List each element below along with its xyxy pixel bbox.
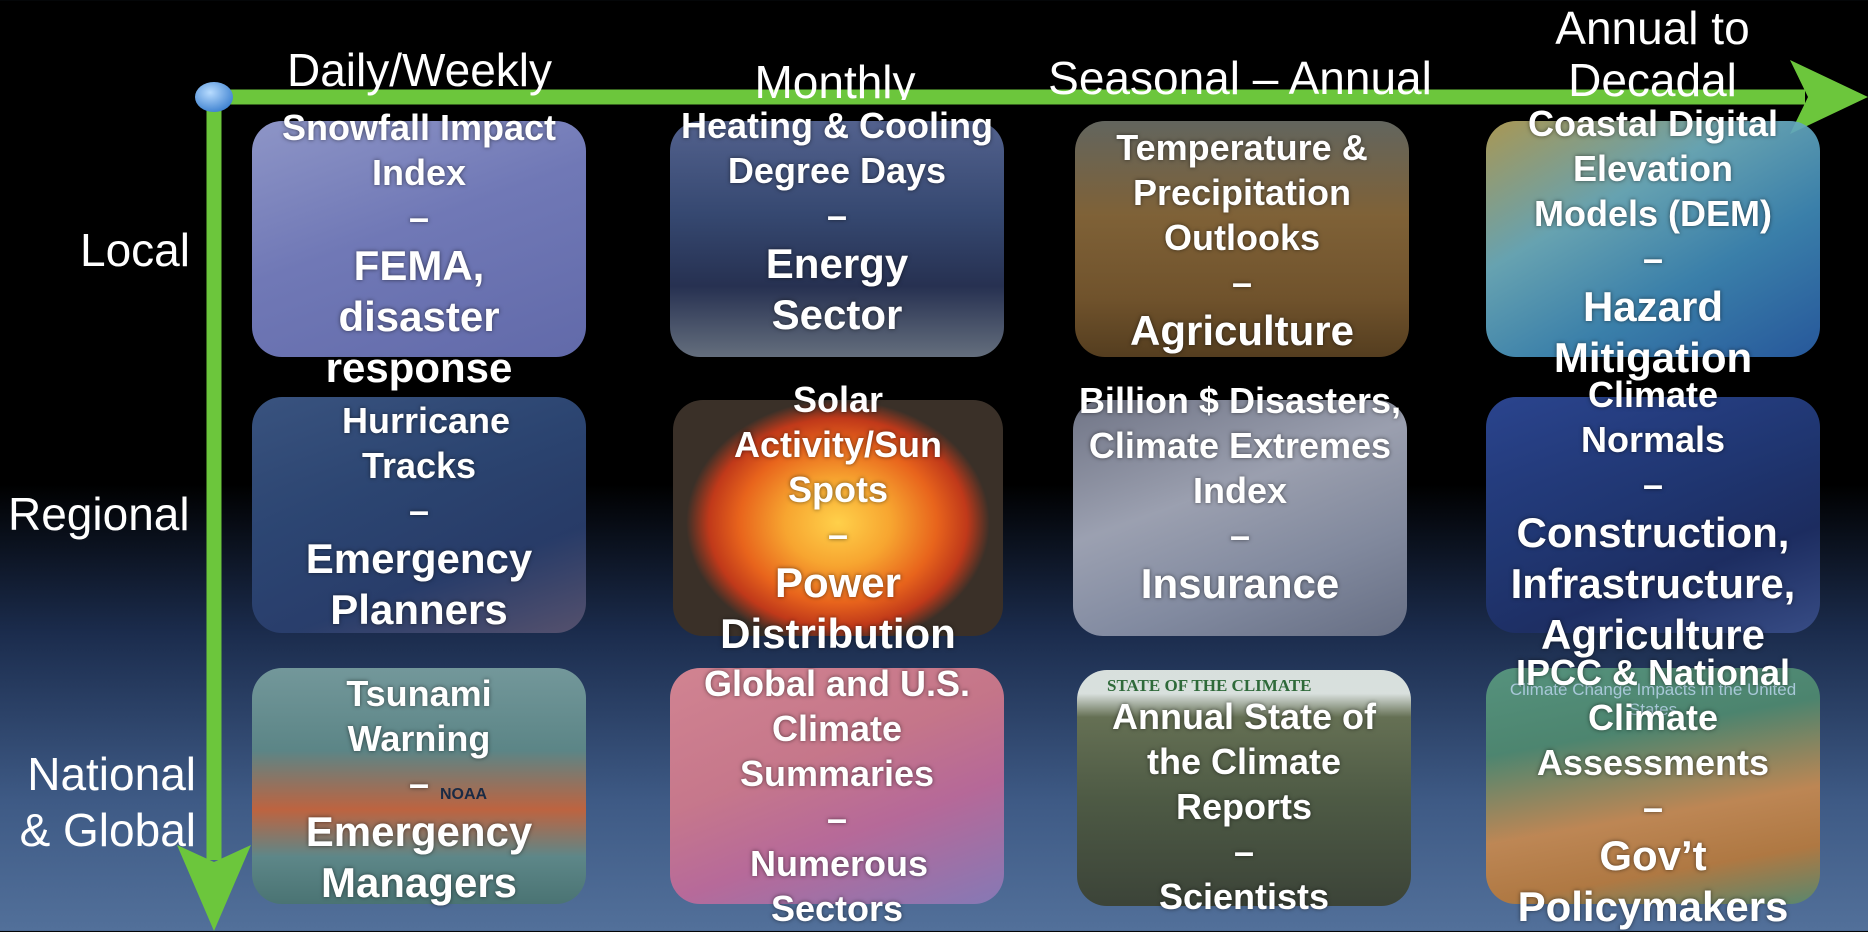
tile-title: Solar Activity/Sun Spots <box>733 379 943 510</box>
tile-dash: – <box>1229 515 1251 556</box>
tile-solar-activity: Solar Activity/Sun Spots – Power Distrib… <box>673 379 1003 657</box>
tile-snowfall-impact-index: Snowfall Impact Index – FEMA, disaster r… <box>252 107 586 391</box>
tile-tsunami-warning: NOAA Tsunami Warning – Emergency Manager… <box>252 668 586 906</box>
global-temperature-map-image <box>670 668 1004 904</box>
snowy-power-lines-image <box>252 121 586 357</box>
tile-dash: – <box>408 490 430 531</box>
row-header-regional: Regional <box>8 488 190 540</box>
hurricane-track-map-image <box>252 397 586 633</box>
sun-image <box>673 400 1003 636</box>
column-header-annual-decadal-line1: Annual to <box>1555 2 1750 54</box>
tile-title: Coastal Digital Elevation Models (DEM) <box>1527 103 1779 234</box>
wheat-field-image <box>1075 121 1409 357</box>
tile-title: Climate Normals <box>1580 374 1726 460</box>
tile-sector: Emergency Planners <box>305 535 533 633</box>
column-header-annual-decadal-line2: Decadal <box>1568 54 1737 100</box>
power-plant-image <box>670 121 1004 357</box>
tile-coastal-dem: Coastal Digital Elevation Models (DEM) –… <box>1486 103 1820 381</box>
tile-title: Heating & Cooling Degree Days <box>681 105 993 191</box>
tile-dash: – <box>1642 238 1664 279</box>
us-impacts-map-image <box>1486 668 1820 904</box>
tile-sector: Hazard Mitigation <box>1553 283 1753 381</box>
tsunami-boat-label: NOAA <box>440 786 488 803</box>
tile-title: Snowfall Impact Index <box>281 107 557 193</box>
tile-hurricane-tracks: Hurricane Tracks – Emergency Planners <box>252 397 586 633</box>
tile-climate-normals: Climate Normals – Construction, Infrastr… <box>1486 374 1820 658</box>
tile-title: Billion $ Disasters, Climate Extremes In… <box>1078 380 1402 511</box>
time-axis-arrowhead <box>1790 60 1868 134</box>
tile-dash: – <box>827 514 849 555</box>
tile-sector: Agriculture <box>1129 307 1355 354</box>
construction-steel-image <box>1486 397 1820 633</box>
tile-global-us-climate-summaries: Global and U.S. Climate Summaries – Nume… <box>670 663 1004 929</box>
tile-sector: FEMA, disaster response <box>325 242 513 391</box>
buoy-boat-image <box>252 668 586 904</box>
tile-ipcc-national-assessments: Climate Change Impacts in the United Sta… <box>1486 652 1820 930</box>
tile-heating-cooling-degree-days: Heating & Cooling Degree Days – Energy S… <box>670 105 1004 357</box>
tile-dash: – <box>826 195 848 236</box>
tile-dash: – <box>408 763 430 804</box>
tile-dash: – <box>1231 262 1253 303</box>
tile-state-of-the-climate: STATE OF THE CLIMATE Annual State of the… <box>1077 670 1411 917</box>
assessments-cover-text: Climate Change Impacts in the United Sta… <box>1509 680 1797 719</box>
tile-sector: Emergency Managers <box>305 808 533 906</box>
row-header-national-global: National & Global <box>12 746 196 858</box>
column-header-seasonal-annual: Seasonal – Annual <box>1048 52 1432 104</box>
tile-title: Hurricane Tracks <box>342 400 511 486</box>
column-header-annual-decadal: Annual to Decadal <box>1480 2 1825 100</box>
tile-title: Annual State of the Climate Reports <box>1111 696 1376 827</box>
tile-title: Temperature & Precipitation Outlooks <box>1116 127 1368 258</box>
state-of-climate-cover-text: STATE OF THE CLIMATE <box>1107 676 1312 695</box>
coastal-elevation-map-image <box>1486 121 1820 357</box>
snow-covered-car-image <box>1073 400 1407 636</box>
tile-title: IPCC & National Climate Assessments <box>1515 652 1791 783</box>
tile-sector: Construction, Infrastructure, Agricultur… <box>1510 509 1796 658</box>
row-header-national-global-line2: & Global <box>19 804 196 856</box>
tile-dash: – <box>408 197 430 238</box>
origin-dot <box>195 82 233 112</box>
tile-dash: – <box>1642 787 1664 828</box>
report-cover-image <box>1077 670 1411 906</box>
tile-billion-dollar-disasters: Billion $ Disasters, Climate Extremes In… <box>1073 380 1407 636</box>
tile-sector: Insurance <box>1140 560 1340 607</box>
tile-dash: – <box>826 798 848 839</box>
scale-axis-arrowhead <box>177 845 251 931</box>
tile-sector: Energy Sector <box>765 240 909 338</box>
tile-sector: Gov’t Policymakers <box>1517 832 1789 930</box>
column-header-monthly: Monthly <box>754 56 916 100</box>
row-header-national-global-line1: National <box>27 748 196 800</box>
tile-sector: Power Distribution <box>720 559 956 657</box>
tile-sector: Scientists <box>1158 876 1330 917</box>
tile-dash: – <box>1642 464 1664 505</box>
tile-title: Tsunami Warning <box>346 673 492 759</box>
tile-title: Global and U.S. Climate Summaries <box>703 663 971 794</box>
row-header-local: Local <box>80 224 190 276</box>
column-header-daily-weekly: Daily/Weekly <box>287 44 552 96</box>
tile-dash: – <box>1233 831 1255 872</box>
tile-temperature-precipitation-outlooks: Temperature & Precipitation Outlooks – A… <box>1075 121 1409 357</box>
tile-sector: Numerous Sectors <box>750 843 929 929</box>
